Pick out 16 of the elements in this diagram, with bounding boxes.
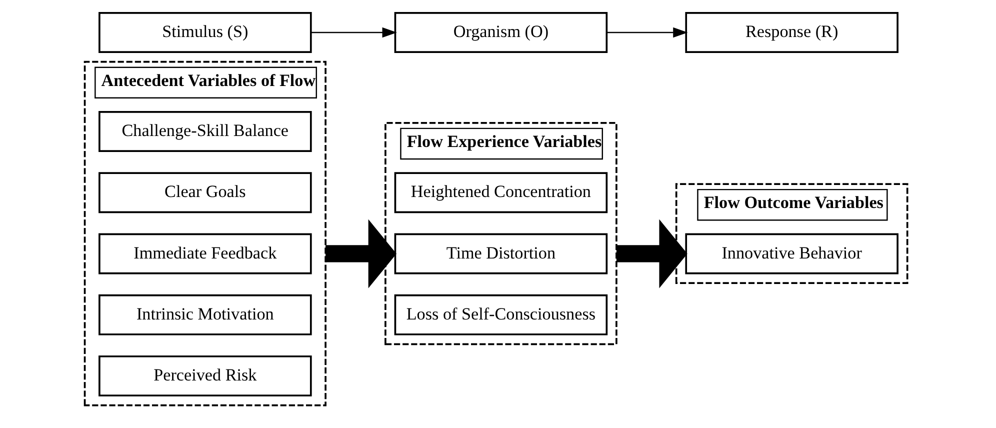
node-box: Loss of Self-Consciousness — [394, 294, 608, 336]
arrow — [606, 27, 688, 38]
node-box: Immediate Feedback — [98, 233, 312, 274]
arrow — [310, 27, 396, 38]
node-box: Perceived Risk — [98, 355, 312, 396]
arrow — [325, 219, 396, 288]
node-box: Intrinsic Motivation — [98, 294, 312, 336]
node-box: Clear Goals — [98, 172, 312, 214]
node-box: Organism (O) — [394, 12, 608, 53]
node-box: Innovative Behavior — [684, 233, 898, 274]
arrow — [616, 219, 687, 288]
node-box: Challenge-Skill Balance — [98, 111, 312, 152]
node-box: Stimulus (S) — [98, 12, 312, 53]
node-box: Response (R) — [684, 12, 898, 53]
node-box: Time Distortion — [394, 233, 608, 274]
node-box: Heightened Concentration — [394, 172, 608, 214]
